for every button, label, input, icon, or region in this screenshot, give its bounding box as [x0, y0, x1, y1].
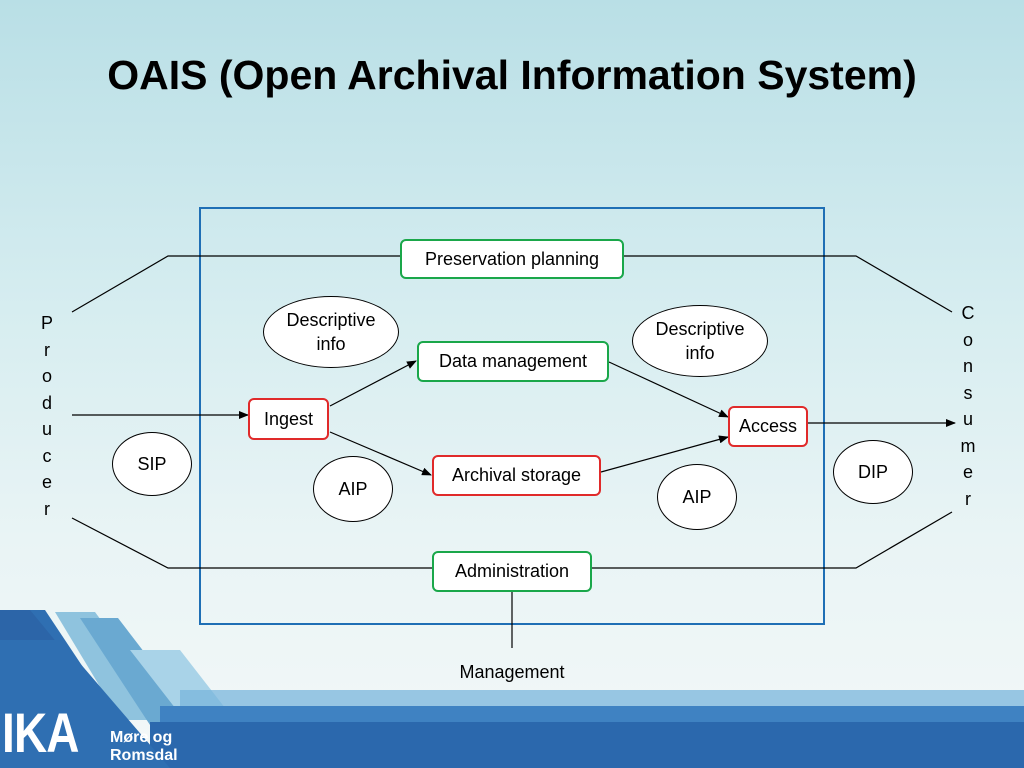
slide-title: OAIS (Open Archival Information System): [107, 52, 917, 98]
sip-oval: SIP: [112, 432, 192, 496]
producer-letter: d: [41, 392, 52, 413]
descriptive-info-right-oval: Descriptive info: [632, 305, 768, 377]
consumer-label: C o n s u m e r: [953, 300, 983, 512]
producer-letter: u: [41, 419, 52, 439]
logo-subtitle: Møre og Romsdal: [110, 729, 178, 765]
consumer-letter: s: [963, 382, 973, 403]
logo-subtitle-line1: Møre og: [110, 729, 173, 746]
arrow-ingest-datamgmt: [329, 360, 417, 407]
producer-letter: r: [44, 339, 50, 360]
aip-right-oval: AIP: [657, 464, 737, 530]
data-management-box: Data management: [417, 341, 609, 382]
producer-letter: c: [42, 445, 52, 466]
dip-oval: DIP: [833, 440, 913, 504]
ingest-box: Ingest: [248, 398, 329, 440]
hex-bottom-left: [71, 517, 432, 569]
consumer-letter: u: [962, 409, 973, 429]
consumer-letter: r: [965, 488, 971, 509]
archival-storage-box: Archival storage: [432, 455, 601, 496]
hex-top-left: [71, 255, 400, 313]
arrow-storage-access: [600, 435, 729, 473]
descriptive-info-left-oval: Descriptive info: [263, 296, 399, 368]
consumer-letter: e: [962, 462, 973, 482]
administration-box: Administration: [432, 551, 592, 592]
logo-subtitle-line2: Romsdal: [110, 747, 178, 764]
arrow-datamgmt-access: [608, 361, 729, 418]
preservation-planning-box: Preservation planning: [400, 239, 624, 279]
producer-label: P r o d u c e r: [32, 310, 62, 522]
management-label: Management: [459, 662, 565, 682]
access-box: Access: [728, 406, 808, 447]
producer-letter: e: [41, 472, 52, 492]
producer-letter: o: [41, 366, 52, 386]
consumer-letter: C: [961, 303, 975, 323]
consumer-letter: o: [962, 329, 973, 350]
consumer-letter: m: [960, 435, 976, 456]
producer-letter: P: [40, 313, 53, 333]
producer-letter: r: [44, 498, 50, 519]
hex-bottom-right: [592, 511, 953, 569]
hex-top-right: [624, 255, 953, 313]
aip-left-oval: AIP: [313, 456, 393, 522]
ika-logo: IKA: [2, 701, 79, 764]
arrow-ingest-storage: [329, 431, 432, 476]
consumer-letter: n: [962, 356, 973, 376]
